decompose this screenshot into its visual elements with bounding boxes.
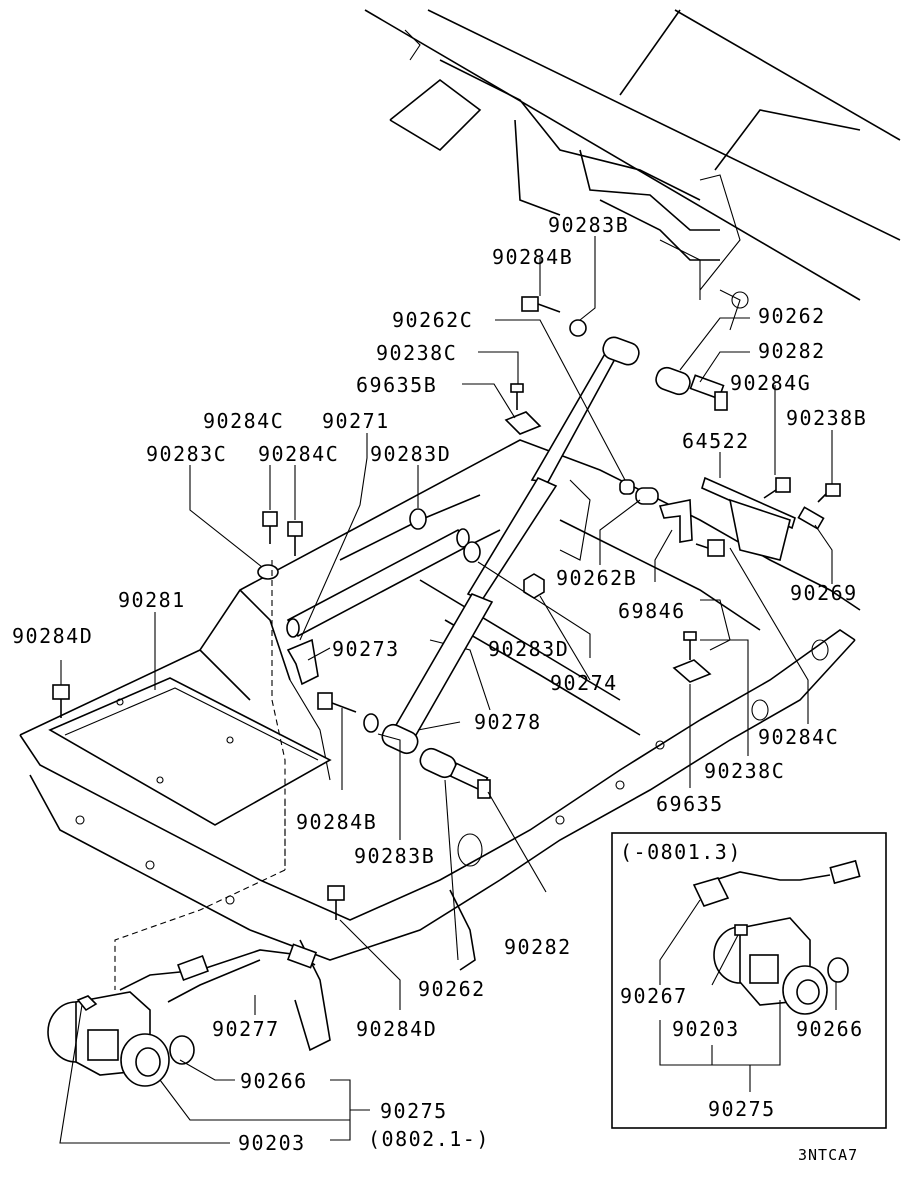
callout-90266-bottom: 90266 bbox=[240, 1069, 308, 1093]
callout-90284d-bottom: 90284D bbox=[356, 1017, 437, 1041]
torsion-bar bbox=[286, 528, 470, 638]
callout-90283b-mid: 90283B bbox=[354, 844, 435, 868]
callout-90284c-a: 90284C bbox=[203, 409, 284, 433]
callout-69635: 69635 bbox=[656, 792, 724, 816]
callout-64522: 64522 bbox=[682, 429, 750, 453]
fasteners bbox=[52, 296, 841, 920]
callout-90262-top: 90262 bbox=[758, 304, 826, 328]
inset-date-range: (-0801.3) bbox=[620, 840, 742, 864]
callout-90238c-top: 90238C bbox=[376, 341, 457, 365]
callout-90278: 90278 bbox=[474, 710, 542, 734]
inset-callout-90203: 90203 bbox=[672, 1017, 740, 1041]
callout-90282-top: 90282 bbox=[758, 339, 826, 363]
leader-lines bbox=[59, 236, 837, 1144]
callout-90282-bottom: 90282 bbox=[504, 935, 572, 959]
callout-90284b-top: 90284B bbox=[492, 245, 573, 269]
callout-90275-bottom: 90275 bbox=[380, 1099, 448, 1123]
inset-panel bbox=[611, 832, 887, 1129]
callout-90273: 90273 bbox=[332, 637, 400, 661]
callout-90238b: 90238B bbox=[786, 406, 867, 430]
callout-90238c-right: 90238C bbox=[704, 759, 785, 783]
callout-90283d-top: 90283D bbox=[370, 442, 451, 466]
callout-90284c-b: 90284C bbox=[258, 442, 339, 466]
callout-labels: 90283B 90284B 90262C 90262 90238C 90282 … bbox=[12, 213, 867, 1164]
callout-90283d-mid: 90283D bbox=[488, 637, 569, 661]
figure-code: 3NTCA7 bbox=[798, 1146, 858, 1164]
callout-90283b-top: 90283B bbox=[548, 213, 629, 237]
callout-90281: 90281 bbox=[118, 588, 186, 612]
callout-90284c-right: 90284C bbox=[758, 725, 839, 749]
skid-plate bbox=[48, 677, 332, 826]
callout-69846: 69846 bbox=[618, 599, 686, 623]
pump-assembly-lower bbox=[47, 943, 318, 1087]
callout-90203-bottom: 90203 bbox=[238, 1131, 306, 1155]
callout-90269: 90269 bbox=[790, 581, 858, 605]
vehicle-frame bbox=[19, 439, 861, 1052]
callout-90284b-mid: 90284B bbox=[296, 810, 377, 834]
cargo-bed-outline bbox=[364, 9, 901, 331]
callout-90283c: 90283C bbox=[146, 442, 227, 466]
inset-callout-90266: 90266 bbox=[796, 1017, 864, 1041]
callout-90274: 90274 bbox=[550, 671, 618, 695]
callout-90262b: 90262B bbox=[556, 566, 637, 590]
callout-90262-bottom: 90262 bbox=[418, 977, 486, 1001]
callout-90271: 90271 bbox=[322, 409, 390, 433]
callout-90284d-left: 90284D bbox=[12, 624, 93, 648]
callout-90284g: 90284G bbox=[730, 371, 811, 395]
callout-90277: 90277 bbox=[212, 1017, 280, 1041]
inset-callout-90267: 90267 bbox=[620, 984, 688, 1008]
inset-callout-90275: 90275 bbox=[708, 1097, 776, 1121]
callout-90262c: 90262C bbox=[392, 308, 473, 332]
callout-69635b: 69635B bbox=[356, 373, 437, 397]
callout-0802-range: (0802.1-) bbox=[368, 1127, 490, 1151]
